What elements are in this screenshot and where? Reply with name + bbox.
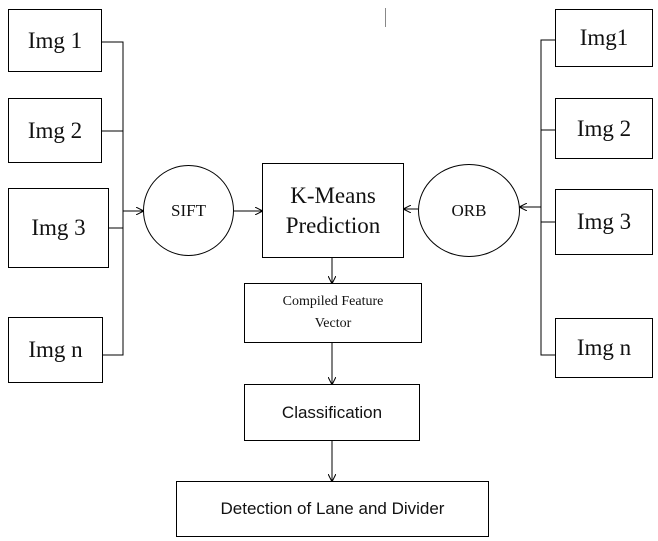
compiled-line-1: Compiled Feature xyxy=(282,294,384,309)
right-input-img-1: Img1 xyxy=(555,9,653,67)
left-input-img-1: Img 1 xyxy=(8,9,102,72)
detection-box: Detection of Lane and Divider xyxy=(176,481,489,537)
right-input-img-n: Img n xyxy=(555,318,653,378)
compiled-feature-vector-box: Compiled Feature Vector xyxy=(244,283,422,343)
kmeans-line-1: K-Means xyxy=(290,182,376,208)
left-input-img-n: Img n xyxy=(8,317,103,383)
stray-mark xyxy=(385,8,386,27)
kmeans-line-2: Prediction xyxy=(285,212,381,238)
right-bus-line xyxy=(540,39,555,356)
orb-node: ORB xyxy=(418,164,520,257)
kmeans-prediction-box: K-Means Prediction xyxy=(262,163,404,258)
sift-node: SIFT xyxy=(143,165,234,256)
left-input-img-2: Img 2 xyxy=(8,98,102,163)
left-bus-line xyxy=(101,41,124,356)
right-input-img-2: Img 2 xyxy=(555,98,653,159)
classification-box: Classification xyxy=(244,384,420,441)
left-input-img-3: Img 3 xyxy=(8,188,109,268)
compiled-line-2: Vector xyxy=(314,316,352,331)
right-input-img-3: Img 3 xyxy=(555,189,653,255)
